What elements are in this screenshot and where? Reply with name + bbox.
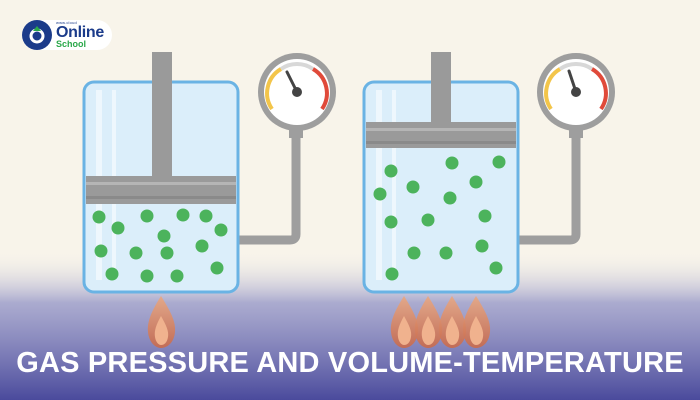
- right-setup: [362, 52, 615, 348]
- flame-inner: [469, 316, 484, 345]
- gas-molecule: [445, 156, 459, 170]
- gas-molecule: [478, 209, 492, 223]
- left-piston-plate-line: [86, 196, 236, 199]
- gas-molecule: [140, 269, 154, 283]
- gauge-hub: [571, 87, 581, 97]
- gas-molecule: [373, 187, 387, 201]
- gauge-arc-red: [590, 67, 608, 111]
- gas-molecule: [406, 180, 420, 194]
- gas-molecule: [129, 246, 143, 260]
- gas-molecule: [140, 209, 154, 223]
- gas-molecule: [111, 221, 125, 235]
- left-molecules: [92, 208, 228, 283]
- gas-molecule: [157, 229, 171, 243]
- gas-molecule: [199, 209, 213, 223]
- gas-molecule: [105, 267, 119, 281]
- left-gauge-pipe: [238, 130, 301, 245]
- page-title: GAS PRESSURE AND VOLUME-TEMPERATURE: [16, 346, 684, 379]
- logo-online-text: Online: [56, 24, 104, 41]
- flame-inner: [154, 316, 169, 345]
- gas-molecule: [214, 223, 228, 237]
- right-burner-flames: [390, 296, 491, 348]
- gas-molecule: [385, 267, 399, 281]
- gauge-arc-yellow: [265, 67, 283, 111]
- gauge-hub: [292, 87, 302, 97]
- left-setup: [82, 52, 336, 348]
- gas-molecule: [94, 244, 108, 258]
- right-molecules: [373, 155, 506, 281]
- right-pressure-gauge: [537, 53, 615, 138]
- gas-molecule: [170, 269, 184, 283]
- gas-molecule: [475, 239, 489, 253]
- gas-molecule: [407, 246, 421, 260]
- right-piston-rod: [431, 52, 451, 124]
- gauge-arc-yellow: [544, 67, 562, 111]
- logo-emblem-icon: [22, 20, 52, 50]
- gas-molecule: [489, 261, 503, 275]
- left-pressure-gauge: [258, 53, 336, 138]
- right-gauge-pipe: [518, 130, 581, 245]
- gas-molecule: [160, 246, 174, 260]
- left-piston-rod: [152, 52, 172, 178]
- right-glass-reflection: [376, 90, 382, 280]
- gas-molecule: [195, 239, 209, 253]
- gas-molecule: [384, 164, 398, 178]
- right-piston-plate: [366, 122, 516, 148]
- gauge-arc-red: [311, 67, 329, 111]
- gas-molecule: [176, 208, 190, 222]
- gauge-arc-grey: [558, 61, 594, 71]
- gas-molecule: [210, 261, 224, 275]
- left-burner-flames: [147, 296, 176, 348]
- gauge-arc-grey: [279, 61, 315, 71]
- gas-molecule: [492, 155, 506, 169]
- gas-molecule: [384, 215, 398, 229]
- flame-inner: [445, 316, 460, 345]
- right-piston-plate-line: [366, 128, 516, 131]
- logo-small-text: www.cloud: [56, 20, 77, 25]
- logo-school-text: School: [56, 39, 87, 49]
- right-piston-plate-line: [366, 141, 516, 144]
- gas-molecule: [421, 213, 435, 227]
- gas-molecule: [443, 191, 457, 205]
- flame-inner: [421, 316, 436, 345]
- left-piston-plate: [86, 176, 236, 204]
- left-piston-plate-line: [86, 182, 236, 185]
- gas-molecule: [469, 175, 483, 189]
- right-glass-reflection: [392, 90, 396, 280]
- logo-text: www.cloud Online School: [56, 21, 104, 49]
- gas-molecule: [439, 246, 453, 260]
- gas-molecule: [92, 210, 106, 224]
- flame-inner: [397, 316, 412, 345]
- online-school-logo[interactable]: www.cloud Online School: [22, 20, 112, 50]
